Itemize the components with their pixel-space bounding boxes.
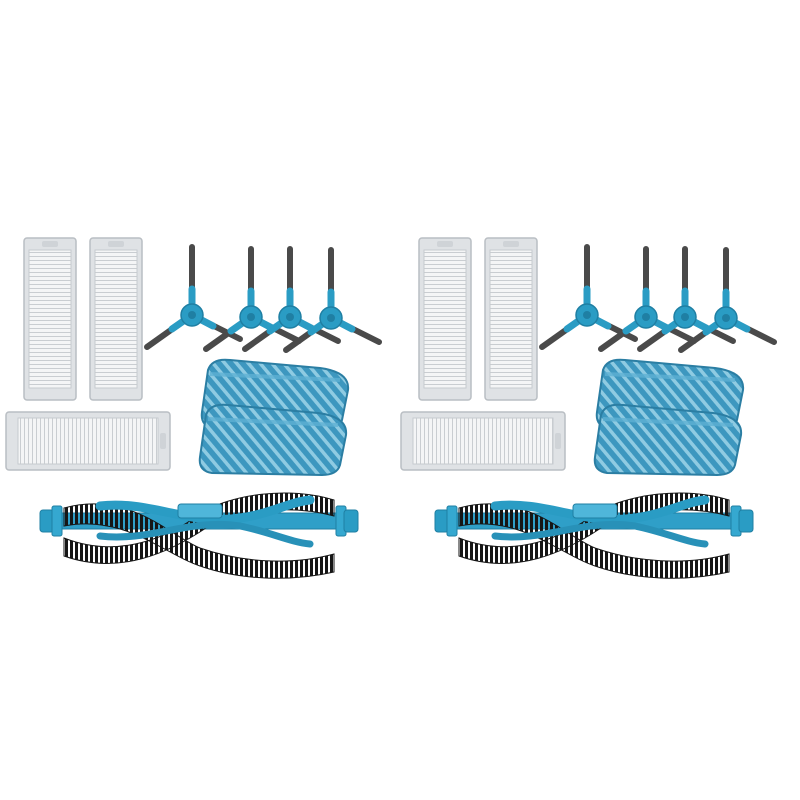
- roller-brush-icon: [39, 492, 359, 579]
- side-brush-icon: [203, 246, 302, 352]
- hepa-filter-icon: [400, 411, 566, 471]
- mop-pad-icon: [198, 403, 348, 477]
- accessory-kit-right: [400, 237, 777, 579]
- mop-pad-icon: [593, 403, 743, 477]
- side-brush-icon: [678, 247, 777, 353]
- hepa-filter-icon: [5, 411, 171, 471]
- side-brush-icon: [539, 244, 638, 350]
- accessory-kit-left: [5, 237, 382, 579]
- side-brush-icon: [598, 246, 697, 352]
- hepa-filter-icon: [484, 237, 538, 401]
- side-brush-icon: [283, 247, 382, 353]
- side-brush-icon: [637, 246, 736, 352]
- hepa-filter-icon: [23, 237, 77, 401]
- hepa-filter-icon: [89, 237, 143, 401]
- side-brush-icon: [144, 244, 243, 350]
- roller-brush-icon: [434, 492, 754, 579]
- side-brush-icon: [242, 246, 341, 352]
- hepa-filter-icon: [418, 237, 472, 401]
